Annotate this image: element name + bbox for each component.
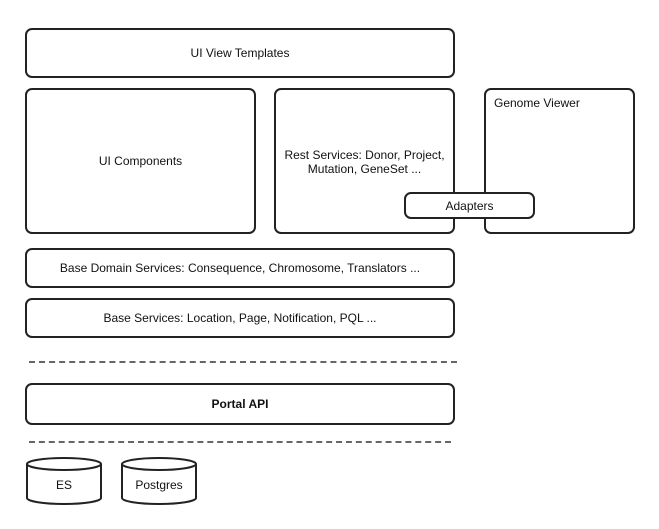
postgres-database-cylinder: Postgres bbox=[120, 456, 198, 506]
rest-services-label: Rest Services: Donor, Project, Mutation,… bbox=[284, 148, 445, 176]
base-domain-services-box: Base Domain Services: Consequence, Chrom… bbox=[25, 248, 455, 288]
dashed-divider-bottom bbox=[29, 441, 451, 443]
database-icon bbox=[121, 457, 197, 505]
es-database-cylinder: ES bbox=[25, 456, 103, 506]
adapters-box: Adapters bbox=[404, 192, 535, 219]
adapters-label: Adapters bbox=[445, 198, 494, 213]
ui-components-label: UI Components bbox=[98, 154, 183, 168]
base-domain-services-label: Base Domain Services: Consequence, Chrom… bbox=[59, 261, 421, 275]
portal-api-label: Portal API bbox=[211, 397, 269, 411]
database-icon bbox=[26, 457, 102, 505]
dashed-divider-top bbox=[29, 361, 457, 363]
portal-api-box: Portal API bbox=[25, 383, 455, 425]
ui-view-templates-label: UI View Templates bbox=[190, 46, 290, 60]
ui-view-templates-box: UI View Templates bbox=[25, 28, 455, 78]
es-database-label: ES bbox=[55, 478, 72, 492]
ui-components-box: UI Components bbox=[25, 88, 256, 234]
base-services-label: Base Services: Location, Page, Notificat… bbox=[103, 311, 377, 325]
genome-viewer-label: Genome Viewer bbox=[494, 96, 580, 110]
postgres-database-label: Postgres bbox=[135, 478, 183, 492]
base-services-box: Base Services: Location, Page, Notificat… bbox=[25, 298, 455, 338]
